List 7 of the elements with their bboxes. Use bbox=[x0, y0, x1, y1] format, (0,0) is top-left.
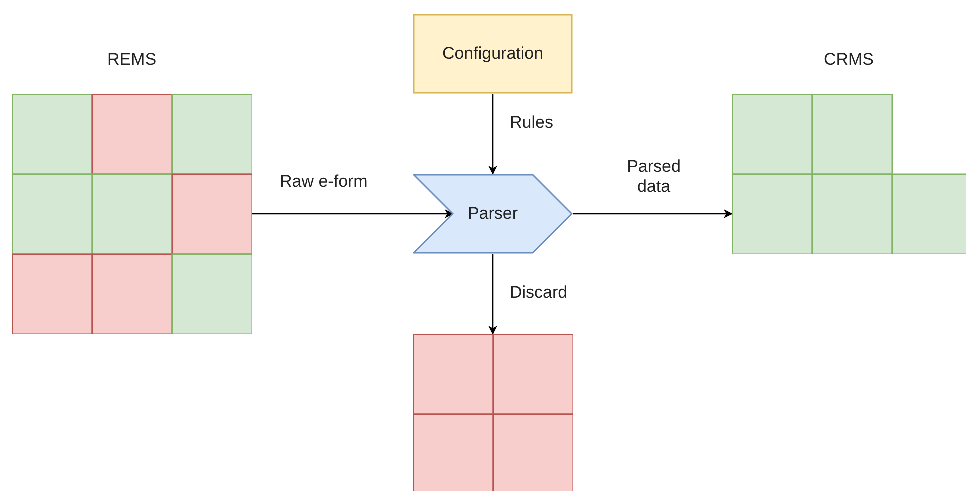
arrow bbox=[573, 209, 733, 219]
node-label: Parser bbox=[468, 204, 518, 224]
arrow bbox=[488, 254, 498, 335]
node-label: Configuration bbox=[442, 44, 544, 64]
grid-heading: REMS bbox=[106, 50, 158, 70]
grid-heading: CRMS bbox=[822, 50, 876, 70]
arrow bbox=[488, 94, 498, 175]
